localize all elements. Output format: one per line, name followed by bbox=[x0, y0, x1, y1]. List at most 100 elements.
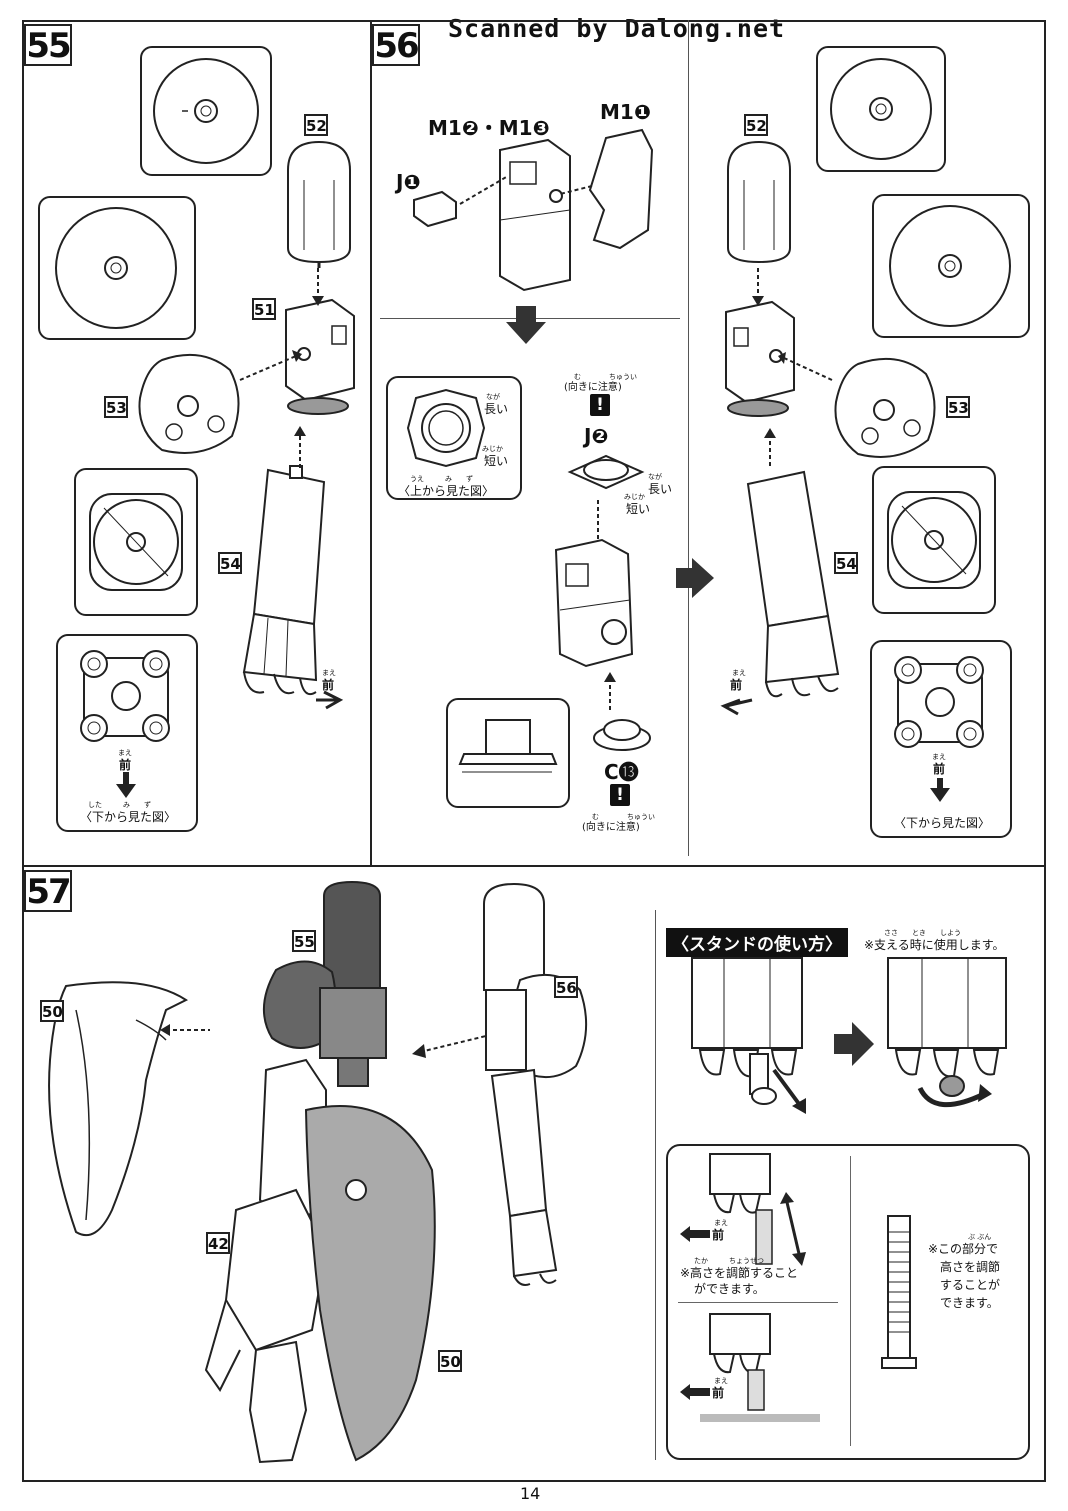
cap-top-view-52-right bbox=[830, 58, 932, 160]
long-ruby-2: なが bbox=[648, 473, 662, 481]
detail-bubble-52 bbox=[140, 46, 272, 176]
short-label-2: 短い bbox=[626, 502, 651, 516]
arrow-up-c13 bbox=[604, 672, 616, 712]
part-label-51: 51 bbox=[252, 298, 276, 320]
bottom-view-bubble-right bbox=[870, 640, 1012, 838]
part-56-white-assembly bbox=[483, 882, 588, 1286]
connector-arrow-57-left bbox=[160, 1024, 210, 1036]
part-label-m1-2-3: M1❷・M1❸ bbox=[428, 116, 550, 140]
stand-rod-detail bbox=[881, 1215, 917, 1369]
bottom-view-caption-right: 〈下から見た図〉 bbox=[894, 816, 991, 830]
caution-ruby-bottom: む ちゅうい bbox=[592, 813, 655, 821]
cap-top-view-53 bbox=[55, 207, 177, 329]
part-label-54: 54 bbox=[218, 552, 242, 574]
part-note-line2: 高さを調節 bbox=[940, 1260, 1001, 1274]
step-number-57: 57 bbox=[24, 870, 72, 912]
part-42-robot-body bbox=[204, 1058, 436, 1464]
part-51-joint-right bbox=[725, 300, 795, 417]
stand-note-ruby: ささ とき しよう bbox=[884, 929, 961, 937]
stand-height-divider-v bbox=[850, 1156, 851, 1446]
bottom-front-label: 前 bbox=[119, 758, 132, 772]
step-number-56: 56 bbox=[372, 24, 420, 66]
part-54-body bbox=[242, 465, 326, 696]
part-note-ruby: ぶ ぶん bbox=[968, 1233, 992, 1241]
part-note-line1: ※この部分で bbox=[928, 1242, 999, 1256]
height-note-line2: ができます。 bbox=[694, 1282, 765, 1296]
detail-bubble-53-right bbox=[872, 194, 1030, 338]
right-arrow-56 bbox=[676, 558, 714, 598]
part-label-53: 53 bbox=[104, 396, 128, 418]
bumper-top-view-54 bbox=[89, 493, 183, 591]
connector-arrow-57-right bbox=[412, 1035, 487, 1058]
front-label-55: 前 bbox=[322, 678, 335, 692]
front-arrow-stand-2 bbox=[680, 1384, 710, 1400]
part-j2-ring bbox=[567, 454, 645, 490]
stand-usage-title: 〈スタンドの使い方〉 bbox=[666, 928, 848, 957]
divider-horizontal bbox=[22, 865, 1046, 867]
divider-vertical-57 bbox=[655, 910, 656, 1460]
part-label-c13: C⓭ bbox=[604, 760, 639, 784]
long-ruby: なが bbox=[486, 393, 500, 401]
bumper-top-view-54-right bbox=[887, 491, 981, 589]
part-note-line3: することが bbox=[940, 1278, 1001, 1292]
j2-top-view bbox=[406, 388, 486, 468]
part-label-m1-1: M1❶ bbox=[600, 100, 651, 124]
part-label-55: 55 bbox=[292, 930, 316, 952]
front-ruby-55: まえ bbox=[322, 669, 336, 677]
bottom-view-bubble bbox=[56, 634, 198, 832]
part-50-shield-left bbox=[48, 981, 189, 1237]
top-view-caption: 〈上から見た図〉 bbox=[398, 484, 495, 498]
height-note-line1: ※高さを調節すること bbox=[680, 1266, 799, 1280]
top-view-ruby: うえ み ず bbox=[410, 475, 473, 483]
long-label-2: 長い bbox=[648, 482, 673, 496]
front-label-right: 前 bbox=[730, 678, 743, 692]
parts-56-top bbox=[413, 128, 654, 292]
height-note-ruby: たか ちょうせつ bbox=[694, 1257, 764, 1265]
thrusters-bottom-view-right bbox=[894, 656, 984, 802]
cap-top-view-52 bbox=[153, 58, 259, 164]
part-51-joint bbox=[285, 298, 355, 415]
cap-top-view-53-right bbox=[889, 205, 1011, 327]
caution-label-bottom: (向きに注意) bbox=[582, 822, 640, 833]
warning-mark-bottom: ! bbox=[610, 784, 630, 806]
scan-credit: Scanned by Dalong.net bbox=[448, 14, 786, 43]
part-label-53-right: 53 bbox=[946, 396, 970, 418]
part-label-52-right: 52 bbox=[744, 114, 768, 136]
bottom-front-ruby: まえ bbox=[118, 749, 132, 757]
part-label-j2: J❷ bbox=[584, 424, 609, 448]
divider-vertical-55-56 bbox=[370, 20, 372, 866]
stand-height-divider bbox=[678, 1302, 838, 1303]
down-arrow-56 bbox=[506, 306, 546, 344]
part-52-cap bbox=[287, 140, 351, 268]
part-note-line4: できます。 bbox=[940, 1296, 999, 1310]
bottom-view-ruby: した み ず bbox=[88, 801, 151, 809]
part-label-50-right: 50 bbox=[438, 1350, 462, 1372]
part-label-52: 52 bbox=[304, 114, 328, 136]
part-52-cap-right bbox=[727, 140, 791, 264]
page-frame bbox=[22, 20, 1046, 1482]
short-label: 短い bbox=[484, 454, 509, 468]
warning-mark-top: ! bbox=[590, 394, 610, 416]
stand-note: ※支える時に使用します。 bbox=[864, 938, 1005, 952]
thrusters-bottom-view bbox=[80, 650, 170, 798]
part-53-cap-side-right bbox=[834, 357, 936, 458]
front-label-stand-1: 前 bbox=[712, 1228, 725, 1242]
bottom-view-caption: 〈下から見た図〉 bbox=[80, 810, 177, 824]
short-ruby: みじか bbox=[482, 445, 503, 453]
short-ruby-2: みじか bbox=[624, 493, 645, 501]
stand-deploy-illustration bbox=[691, 957, 1007, 1114]
detail-bubble-53 bbox=[38, 196, 196, 340]
long-label: 長い bbox=[484, 402, 509, 416]
part-label-56: 56 bbox=[554, 976, 578, 998]
part-53-cap-side bbox=[138, 353, 240, 454]
divider-vertical-56-thin bbox=[688, 20, 689, 856]
front-ruby-stand-1: まえ bbox=[714, 1219, 728, 1227]
detail-bubble-52-right bbox=[816, 46, 946, 172]
bottom-front-ruby-right: まえ bbox=[932, 753, 946, 761]
front-label-stand-2: 前 bbox=[712, 1386, 725, 1400]
caution-ruby-top: む ちゅうい bbox=[574, 373, 637, 381]
part-m1-assembled bbox=[554, 500, 634, 668]
part-label-50-left: 50 bbox=[40, 1000, 64, 1022]
front-ruby-right: まえ bbox=[732, 669, 746, 677]
